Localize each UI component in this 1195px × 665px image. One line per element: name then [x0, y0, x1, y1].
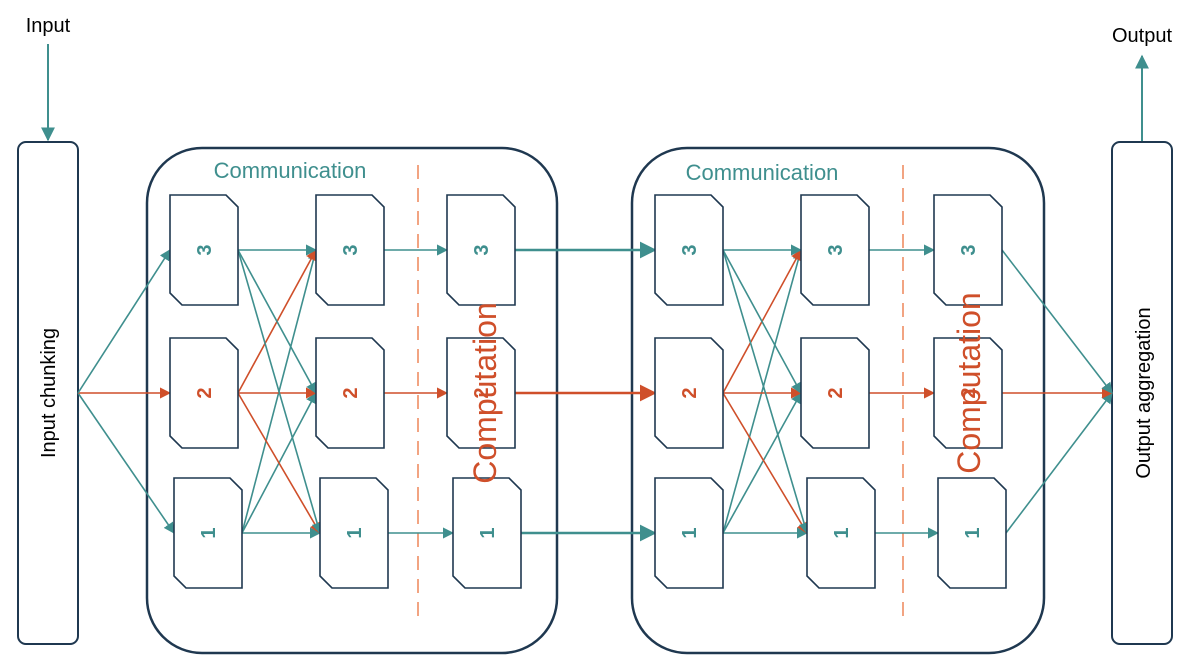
stage-2-communication-label: Communication — [686, 160, 839, 185]
chunk-box-col3-1: 1 — [452, 477, 522, 589]
chunk-box-col3-2: 2 — [446, 337, 516, 449]
arrow-stage2-comm-3-to-2 — [722, 249, 802, 394]
output-aggregation-label: Output aggregation — [1133, 307, 1155, 478]
chunk-number: 1 — [198, 527, 220, 538]
chunk-box-col1-1: 1 — [173, 477, 243, 589]
stage-1-communication-label: Communication — [214, 158, 367, 183]
arrow-chunk-3-to-output — [1001, 249, 1113, 394]
arrow-stage1-comm-2-to-1 — [237, 392, 321, 534]
chunk-number: 1 — [679, 527, 701, 538]
chunk-number: 3 — [194, 244, 216, 255]
chunk-number: 1 — [344, 527, 366, 538]
chunk-number: 3 — [340, 244, 362, 255]
arrow-stage2-comm-1-to-2 — [722, 392, 802, 534]
chunk-number: 3 — [679, 244, 701, 255]
chunk-box-col5-1: 1 — [806, 477, 876, 589]
chunk-box-col2-2: 2 — [315, 337, 385, 449]
arrow-stage2-comm-3-to-1 — [722, 249, 810, 535]
chunk-box-col4-2: 2 — [654, 337, 724, 449]
chunk-box-col6-3: 3 — [933, 194, 1003, 306]
chunk-number: 2 — [958, 387, 980, 398]
chunk-number: 3 — [958, 244, 980, 255]
arrow-stage2-comm-2-to-1 — [722, 392, 808, 534]
chunk-number: 1 — [477, 527, 499, 538]
arrow-stage1-comm-3-to-1 — [237, 249, 323, 535]
chunk-box-col1-3: 3 — [169, 194, 239, 306]
input-chunking-label: Input chunking — [38, 328, 60, 458]
chunk-boxes-group: 1 2 3 1 2 3 1 2 3 1 2 3 1 2 3 1 2 3 — [169, 194, 1007, 589]
arrow-input-to-chunk-1 — [77, 392, 175, 534]
arrow-stage2-comm-1-to-3 — [722, 248, 804, 534]
chunk-number: 1 — [962, 527, 984, 538]
chunk-number: 2 — [825, 387, 847, 398]
chunk-number: 1 — [831, 527, 853, 538]
chunk-box-col4-3: 3 — [654, 194, 724, 306]
chunk-box-col1-2: 2 — [169, 337, 239, 449]
arrow-input-to-chunk-3 — [77, 249, 171, 394]
chunk-box-col6-1: 1 — [937, 477, 1007, 589]
chunk-number: 2 — [679, 387, 701, 398]
chunk-box-col4-1: 1 — [654, 477, 724, 589]
chunk-box-col2-3: 3 — [315, 194, 385, 306]
stage-2-container — [630, 146, 1046, 655]
chunk-number: 3 — [471, 244, 493, 255]
input-label: Input — [26, 15, 71, 37]
chunk-box-col3-3: 3 — [446, 194, 516, 306]
stage-1-container — [145, 146, 559, 655]
stage-1-computation-label: Computation — [467, 302, 503, 483]
chunk-number: 2 — [340, 387, 362, 398]
chunk-number: 2 — [471, 387, 493, 398]
chunk-box-col5-3: 3 — [800, 194, 870, 306]
chunk-number: 3 — [825, 244, 847, 255]
chunk-box-col6-2: 2 — [933, 337, 1003, 449]
stage-2-computation-label: Computation — [951, 292, 987, 473]
arrow-stage1-comm-3-to-2 — [237, 249, 317, 394]
chunk-box-col5-2: 2 — [800, 337, 870, 449]
arrows-group — [77, 241, 1114, 542]
arrow-chunk-1-to-output — [1005, 392, 1113, 534]
chunk-number: 2 — [194, 387, 216, 398]
output-label: Output — [1112, 25, 1172, 47]
chunk-box-col2-1: 1 — [319, 477, 389, 589]
